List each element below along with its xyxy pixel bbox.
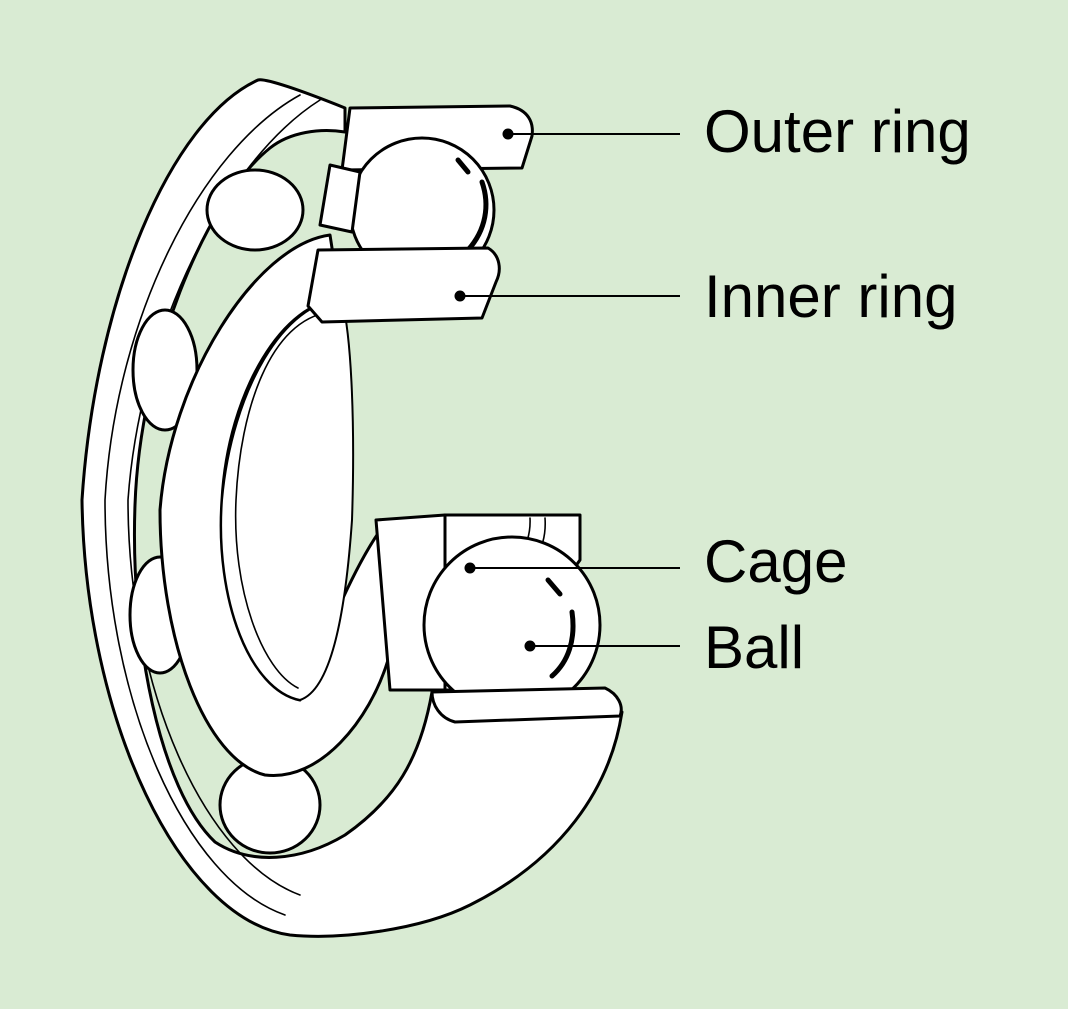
outer-ring-rim-line (104, 94, 301, 916)
label-outer-ring: Outer ring (704, 98, 971, 165)
outer-ring-section-bottom (430, 686, 623, 724)
inner-ring-section-top (306, 246, 501, 324)
leader-dot-inner-ring (454, 290, 466, 302)
leader-dot-outer-ring (502, 128, 514, 140)
label-inner-ring: Inner ring (704, 263, 958, 330)
ball-top-highlight (465, 179, 489, 253)
ball-bottom-highlight (549, 609, 576, 679)
back-ball (205, 168, 305, 252)
label-cage: Cage (704, 528, 848, 595)
inner-ring-bore-line (234, 311, 331, 689)
cage-top (318, 163, 362, 234)
leader-dot-ball (524, 640, 536, 652)
leader-dot-cage (464, 562, 476, 574)
ball-top-highlight (455, 157, 471, 175)
ball-bottom-highlight (545, 577, 563, 597)
inner-ring-bore (220, 299, 355, 701)
label-ball: Ball (704, 614, 805, 681)
